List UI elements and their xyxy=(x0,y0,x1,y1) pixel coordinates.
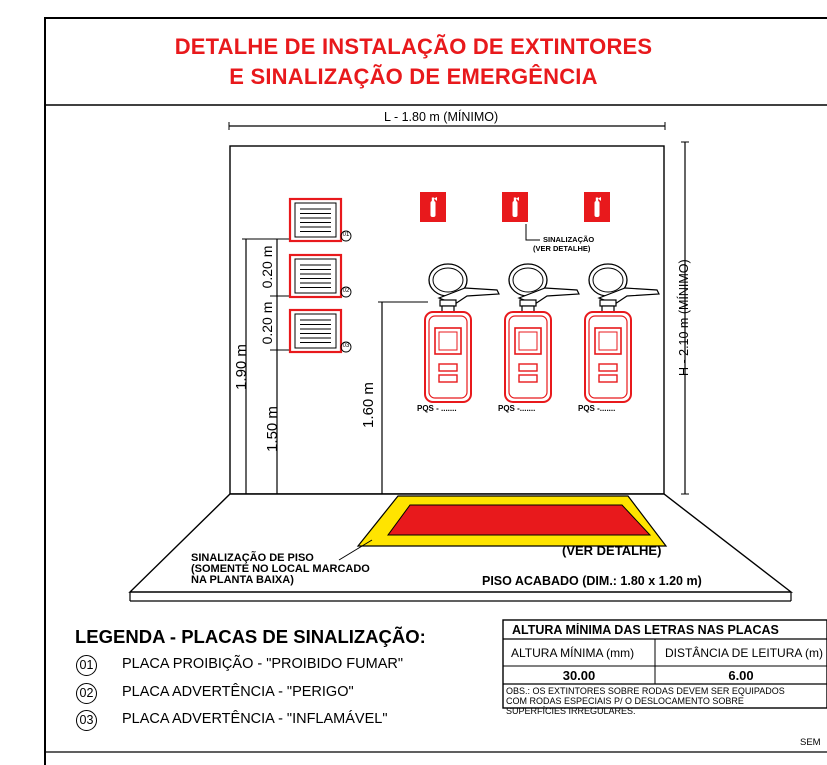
table-obs: OBS.: OS EXTINTORES SOBRE RODAS DEVEM SE… xyxy=(506,686,827,716)
extinguisher-2-label: PQS -....... xyxy=(498,404,536,413)
table-title: ALTURA MÍNIMA DAS LETRAS NAS PLACAS xyxy=(512,623,779,637)
plate-03-marker xyxy=(340,341,352,353)
floor-detail-label: (VER DETALHE) xyxy=(562,543,662,558)
height-dimension-label: H - 2.10 m (MÍNIMO) xyxy=(677,259,691,376)
extinguisher-sign-icon-2 xyxy=(502,192,528,222)
legend-number-01: 01 xyxy=(76,655,97,676)
table-obs-line-1: OBS.: OS EXTINTORES SOBRE RODAS DEVEM SE… xyxy=(506,686,785,696)
signage-label-line-1: SINALIZAÇÃO xyxy=(543,235,595,244)
finished-floor-label: PISO ACABADO (DIM.: 1.80 x 1.20 m) xyxy=(482,574,702,588)
legend-number-03: 03 xyxy=(76,710,97,731)
floor-sign-red-area xyxy=(387,504,652,536)
extinguisher-sign-icon-1 xyxy=(420,192,446,222)
plate-02-marker xyxy=(340,286,352,298)
plate-01-marker xyxy=(340,230,352,242)
floor-sign-label-line-3: NA PLANTA BAIXA) xyxy=(191,574,294,586)
table-col2-value: 6.00 xyxy=(728,668,754,683)
floor-sign-label: SINALIZAÇÃO DE PISO (SOMENTE NO LOCAL MA… xyxy=(191,553,370,586)
legend-text-03: PLACA ADVERTÊNCIA - "INFLAMÁVEL" xyxy=(122,711,388,727)
extinguisher-1-label: PQS - ....... xyxy=(417,404,457,413)
plate-01-number: 01 xyxy=(342,232,350,238)
dim-0-20-b-label: 0.20 m xyxy=(259,301,275,345)
extinguisher-sign-icon-3 xyxy=(584,192,610,222)
legend-text-01: PLACA PROIBIÇÃO - "PROIBIDO FUMAR" xyxy=(122,656,404,672)
signage-leader-line xyxy=(525,224,540,241)
dim-1-90-label: 1.90 m xyxy=(233,344,250,390)
floor-sign-leader xyxy=(338,539,373,561)
floor-sign-label-line-1: SINALIZAÇÃO DE PISO xyxy=(191,552,314,564)
plate-03-number: 03 xyxy=(342,343,350,349)
legend-text-02: PLACA ADVERTÊNCIA - "PERIGO" xyxy=(122,684,354,700)
scale-label: SEM xyxy=(800,737,821,748)
dim-1-60-label: 1.60 m xyxy=(360,382,377,428)
table-col1-value: 30.00 xyxy=(562,668,596,683)
plate-02-number: 02 xyxy=(342,288,350,294)
dim-1-50-label: 1.50 m xyxy=(264,406,281,452)
letter-height-table xyxy=(502,619,827,709)
title-line-1: DETALHE DE INSTALAÇÃO DE EXTINTORES xyxy=(174,34,653,59)
table-obs-line-3: SUPERFÍCIES IRREGULARES. xyxy=(506,706,636,716)
width-dimension-label: L - 1.80 m (MÍNIMO) xyxy=(384,110,499,124)
extinguisher-3-label: PQS -....... xyxy=(578,404,616,413)
dim-0-20-a-label: 0.20 m xyxy=(259,245,275,289)
table-obs-line-2: COM RODAS ESPECIAIS P/ O DESLOCAMENTO SO… xyxy=(506,696,744,706)
legend-title: LEGENDA - PLACAS DE SINALIZAÇÃO: xyxy=(75,626,426,647)
table-col1-header: ALTURA MÍNIMA (mm) xyxy=(511,646,635,660)
title-line-2: E SINALIZAÇÃO DE EMERGÊNCIA xyxy=(229,64,598,89)
legend-number-02: 02 xyxy=(76,683,97,704)
table-col2-header: DISTÂNCIA DE LEITURA (m) xyxy=(665,646,824,660)
signage-label-line-2: (VER DETALHE) xyxy=(533,244,591,253)
floor-sign-label-line-2: (SOMENTE NO LOCAL MARCADO xyxy=(191,563,370,575)
